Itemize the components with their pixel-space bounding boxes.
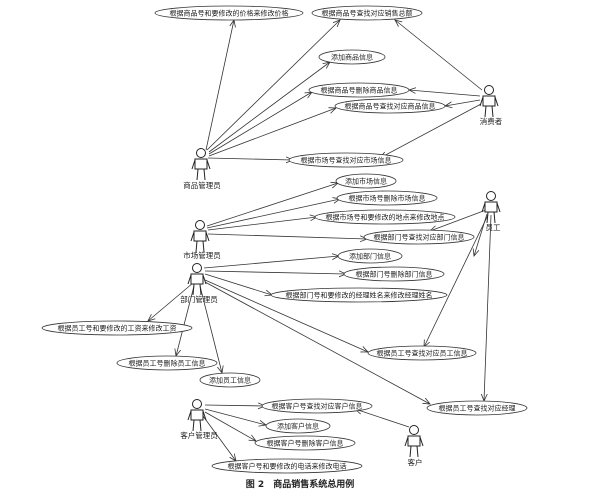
actor-goods-manager bbox=[191, 148, 211, 181]
figure-caption: 图 2 商品销售系统总用例 bbox=[245, 480, 355, 490]
association-line bbox=[204, 411, 256, 441]
svg-text:根据商品号删除商品信息: 根据商品号删除商品信息 bbox=[321, 86, 398, 95]
actor-label-customer-manager: 客户管理员 bbox=[180, 430, 218, 440]
association-line bbox=[355, 409, 410, 428]
association-line bbox=[208, 92, 312, 155]
use-case-query-emp: 根据员工号查找对应员工信息 bbox=[367, 345, 477, 361]
use-case-add-customer: 添加客户信息 bbox=[265, 418, 331, 434]
svg-text:根据市场号和要修改的地点来修改地点: 根据市场号和要修改的地点来修改地点 bbox=[326, 213, 445, 222]
association-line bbox=[205, 20, 234, 151]
association-line bbox=[203, 256, 339, 269]
association-line bbox=[484, 214, 492, 401]
svg-text:根据员工号删除员工信息: 根据员工号删除员工信息 bbox=[129, 359, 206, 368]
use-case-query-sales: 根据商品号查找对应销售总额 bbox=[311, 5, 423, 21]
association-line bbox=[176, 285, 195, 356]
use-case-add-emp: 添加员工信息 bbox=[199, 372, 261, 388]
svg-text:根据部门号删除部门信息: 根据部门号删除部门信息 bbox=[356, 270, 433, 279]
association-line bbox=[445, 99, 481, 106]
use-case-delete-customer: 根据客户号删除客户信息 bbox=[254, 435, 356, 451]
svg-text:添加商品信息: 添加商品信息 bbox=[331, 53, 373, 62]
association-line bbox=[208, 108, 336, 157]
association-line bbox=[204, 279, 368, 352]
svg-text:根据员工号和要修改的工资来修改工资: 根据员工号和要修改的工资来修改工资 bbox=[58, 324, 177, 333]
actor-label-market-manager: 市场管理员 bbox=[183, 250, 221, 260]
actor-label-goods-manager: 商品管理员 bbox=[183, 180, 221, 190]
actor-consumer bbox=[479, 85, 499, 118]
use-case-modify-price: 根据商品号和要修改的价格来修改价格 bbox=[154, 5, 304, 21]
svg-text:根据员工号查找对应员工信息: 根据员工号查找对应员工信息 bbox=[377, 349, 468, 358]
svg-text:根据商品号查找对应销售总额: 根据商品号查找对应销售总额 bbox=[322, 9, 413, 18]
use-case-query-market: 根据市场号查找对应市场信息 bbox=[288, 152, 404, 168]
use-case-modify-salary: 根据员工号和要修改的工资来修改工资 bbox=[41, 320, 193, 336]
association-line bbox=[204, 273, 272, 295]
association-line bbox=[204, 281, 430, 404]
association-line bbox=[204, 405, 265, 406]
association-line bbox=[424, 214, 489, 347]
association-line bbox=[148, 282, 194, 321]
association-line bbox=[207, 158, 293, 160]
association-line bbox=[204, 408, 266, 425]
svg-text:根据商品号和要修改的价格来修改价格: 根据商品号和要修改的价格来修改价格 bbox=[170, 9, 289, 18]
actor-market-manager bbox=[190, 220, 210, 253]
use-case-delete-goods: 根据商品号删除商品信息 bbox=[308, 82, 410, 98]
use-case-diagram: 根据商品号和要修改的价格来修改价格 根据商品号查找对应销售总额 添加商品信息 根… bbox=[41, 5, 528, 474]
actor-customer bbox=[404, 425, 424, 458]
actor-customer-manager bbox=[187, 399, 207, 432]
use-case-delete-market: 根据市场号删除市场信息 bbox=[336, 190, 438, 206]
svg-text:根据市场号查找对应市场信息: 根据市场号查找对应市场信息 bbox=[301, 156, 392, 165]
actor-label-consumer: 消费者 bbox=[480, 116, 503, 126]
use-case-delete-dept: 根据部门号删除部门信息 bbox=[343, 266, 445, 282]
use-case-add-dept: 添加部门信息 bbox=[337, 248, 403, 264]
use-case-add-market: 添加市场信息 bbox=[335, 173, 397, 189]
association-line bbox=[206, 183, 338, 227]
association-line bbox=[474, 213, 488, 256]
svg-text:根据部门号查找对应部门信息: 根据部门号查找对应部门信息 bbox=[374, 233, 465, 242]
association-line bbox=[206, 20, 340, 151]
actor-label-dept-manager: 部门管理员 bbox=[180, 294, 218, 304]
association-line bbox=[207, 233, 367, 239]
use-case-delete-emp: 根据员工号删除员工信息 bbox=[116, 355, 218, 371]
svg-text:根据部门号和要修改的经理姓名来修改经理姓名: 根据部门号和要修改的经理姓名来修改经理姓名 bbox=[286, 291, 433, 300]
use-case-modify-phone: 根据客户号和要修改的电话来修改电话 bbox=[211, 458, 363, 474]
svg-text:根据市场号删除市场信息: 根据市场号删除市场信息 bbox=[349, 194, 426, 203]
svg-text:添加员工信息: 添加员工信息 bbox=[209, 376, 251, 385]
association-line bbox=[202, 415, 236, 461]
svg-text:根据员工号查找对应经理: 根据员工号查找对应经理 bbox=[439, 404, 516, 413]
use-case-query-customer: 根据客户号查找对应客户信息 bbox=[261, 398, 373, 414]
use-case-query-dept: 根据部门号查找对应部门信息 bbox=[363, 229, 475, 245]
svg-text:添加部门信息: 添加部门信息 bbox=[349, 252, 391, 261]
use-case-add-goods: 添加商品信息 bbox=[318, 49, 386, 65]
svg-text:添加市场信息: 添加市场信息 bbox=[345, 177, 387, 186]
svg-text:根据客户号查找对应客户信息: 根据客户号查找对应客户信息 bbox=[272, 402, 363, 411]
svg-text:根据客户号删除客户信息: 根据客户号删除客户信息 bbox=[267, 439, 344, 448]
association-line bbox=[206, 199, 340, 229]
association-line bbox=[204, 271, 346, 274]
use-case-modify-dept: 根据部门号和要修改的经理姓名来修改经理姓名 bbox=[270, 287, 448, 303]
svg-text:根据客户号和要修改的电话来修改电话: 根据客户号和要修改的电话来修改电话 bbox=[228, 462, 347, 471]
use-case-query-goods: 根据商品号查找对应商品信息 bbox=[334, 98, 446, 114]
association-line bbox=[380, 103, 482, 158]
association-line bbox=[199, 285, 222, 373]
actor-label-employee: 员工 bbox=[486, 223, 501, 232]
association-line bbox=[395, 20, 483, 91]
svg-text:添加客户信息: 添加客户信息 bbox=[277, 422, 319, 431]
actor-label-customer: 客户 bbox=[408, 457, 423, 467]
actor-dept-manager bbox=[187, 263, 207, 296]
association-line bbox=[409, 90, 481, 97]
use-case-modify-market: 根据市场号和要修改的地点来修改地点 bbox=[314, 209, 456, 225]
association-line bbox=[430, 209, 487, 231]
svg-text:根据商品号查找对应商品信息: 根据商品号查找对应商品信息 bbox=[345, 102, 436, 111]
association-line bbox=[208, 62, 330, 153]
association-line bbox=[207, 217, 317, 231]
use-case-query-manager: 根据员工号查找对应经理 bbox=[426, 400, 528, 416]
actor-employee bbox=[481, 191, 501, 224]
